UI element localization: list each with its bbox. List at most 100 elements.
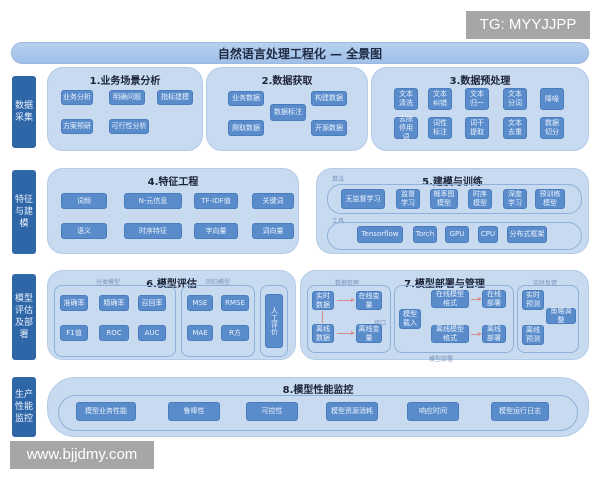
panel-feature-engineering: 4.特征工程 词频 N-元信息 TF-IDF值 关键词 语义 时序特征 字向量 … — [47, 168, 299, 254]
diagram-title: 自然语言处理工程化 — 全景图 — [11, 42, 589, 64]
panel-title: 2.数据获取 — [261, 76, 313, 87]
panel-modeling-training: 5.建模与训练 算法 无监督学习 监督学习 概率图模型 时序模型 深度学习 预训… — [316, 168, 589, 254]
group-label-classification: 分类模型 — [96, 279, 121, 286]
node-precision: 精确率 — [99, 295, 129, 311]
node-built-data: 构建数据 — [311, 91, 347, 106]
node-online-model-format: 在线模型格式 — [431, 290, 469, 308]
node-cpu: CPU — [478, 226, 498, 243]
node-keyword: 关键词 — [252, 193, 294, 209]
node-semantics: 语义 — [61, 223, 107, 239]
panel-performance-monitoring: 8.模型性能监控 模型业务性能 鲁棒性 可控性 模型资源消耗 响应时间 模型运行… — [47, 377, 589, 437]
node-crawled-data: 爬取数据 — [228, 120, 264, 136]
node-metric-modeling: 指标建模 — [157, 90, 193, 105]
node-temporal-feature: 时序特征 — [124, 223, 182, 239]
algorithm-track — [327, 184, 582, 214]
node-mae: MAE — [187, 325, 213, 341]
node-deep-learning: 深度学习 — [503, 189, 527, 209]
panel-title: 7.模型部署与管理 — [404, 279, 485, 290]
node-recall: 召回率 — [138, 295, 166, 311]
node-realtime-data: 实时数据 — [312, 291, 334, 310]
panel-deployment-management: 7.模型部署与管理 数据管理 实时数据 在线变量 离线数据 离线变量 接口 模型… — [300, 270, 589, 363]
panel-title: 8.模型性能监控 — [282, 385, 354, 396]
group-data-management — [307, 285, 391, 353]
node-char-vector: 字向量 — [194, 223, 238, 239]
node-data-labeling: 数据标注 — [270, 104, 306, 121]
panel-title: 1.业务场景分析 — [89, 76, 161, 87]
node-pretrained: 预训练模型 — [535, 189, 565, 209]
node-dedup: 文本去重 — [503, 117, 527, 139]
node-probabilistic-graph: 概率图模型 — [430, 189, 458, 209]
node-tensorflow: Tensorflow — [357, 226, 403, 243]
node-supervised: 监督学习 — [396, 189, 420, 209]
node-sequence-model: 时序模型 — [468, 189, 492, 209]
node-offline-predict: 离线预测 — [522, 325, 544, 345]
node-denoise: 降噪 — [540, 88, 564, 110]
node-model-load: 模型载入 — [399, 309, 421, 329]
node-offline-data: 离线数据 — [312, 324, 334, 343]
node-ngram: N-元信息 — [124, 193, 182, 209]
node-gpu: GPU — [445, 226, 469, 243]
node-torch: Torch — [413, 226, 437, 243]
panel-title: 3.数据预处理 — [449, 76, 511, 87]
monitoring-track — [58, 395, 578, 431]
group-label-interface: 接口 — [374, 320, 387, 327]
node-rmse: RMSE — [221, 295, 249, 311]
stage-label-text: 生产性能监控 — [14, 390, 33, 424]
node-text-correction: 文本纠错 — [428, 88, 452, 110]
node-online-variable: 在线变量 — [356, 291, 382, 310]
group-manual — [260, 285, 288, 357]
node-solution-research: 方案预研 — [61, 119, 93, 134]
node-define-problem: 明确问题 — [109, 90, 145, 105]
node-pos-tagging: 词性标注 — [428, 117, 452, 139]
panel-model-evaluation: 6.模型评估 分类模型 准确率 精确率 召回率 F1值 ROC AUC 回归模型… — [47, 270, 296, 360]
node-term-frequency: 词频 — [61, 193, 107, 209]
node-accuracy: 准确率 — [60, 295, 88, 311]
panel-data-acquisition: 2.数据获取 业务数据 构建数据 数据标注 爬取数据 开源数据 — [206, 67, 368, 151]
node-offline-variable: 离线变量 — [356, 324, 382, 343]
node-response-time: 响应时间 — [407, 402, 459, 421]
node-business-performance: 模型业务性能 — [76, 402, 136, 421]
group-label-algorithm: 算法 — [332, 176, 345, 183]
panel-title: 5.建模与训练 — [422, 177, 483, 188]
node-robustness: 鲁棒性 — [168, 402, 220, 421]
node-offline-deploy: 离线部署 — [482, 325, 506, 343]
node-business-data: 业务数据 — [228, 91, 264, 106]
node-data-split: 数据切分 — [540, 117, 564, 139]
node-f1: F1值 — [60, 325, 88, 341]
group-feedback — [517, 285, 579, 353]
group-model-deployment — [394, 285, 514, 353]
node-run-log: 模型运行日志 — [491, 402, 549, 421]
panel-title: 6.模型评估 — [146, 279, 197, 290]
group-label-realtime-feedback: 实时反馈 — [533, 280, 558, 287]
stage-label-text: 特征与建模 — [14, 195, 33, 229]
group-label-data-management: 数据管理 — [335, 280, 360, 287]
arrow-icon — [322, 311, 323, 323]
node-resource-consumption: 模型资源消耗 — [326, 402, 378, 421]
node-tfidf: TF-IDF值 — [194, 193, 238, 209]
node-controllability: 可控性 — [246, 402, 298, 421]
group-label-model-deployment: 模型部署 — [429, 356, 454, 363]
arrow-icon — [471, 297, 482, 301]
node-open-source-data: 开源数据 — [311, 120, 347, 136]
group-label-tools: 工具 — [332, 218, 345, 225]
node-online-deploy: 在线部署 — [482, 290, 506, 308]
node-stemming: 词干提取 — [465, 117, 489, 139]
node-mse: MSE — [187, 295, 213, 311]
node-distributed-framework: 分布式框架 — [507, 226, 547, 243]
node-r-squared: R方 — [221, 325, 249, 341]
node-auc: AUC — [138, 325, 166, 341]
panel-preprocessing: 3.数据预处理 文本清洗 文本纠错 文本归一 文本分词 降噪 去除停用词 词性标… — [371, 67, 589, 151]
watermark-bottom: www.bjjdmy.com — [10, 441, 154, 469]
panel-title: 4.特征工程 — [147, 177, 199, 188]
stage-label-feature-modeling: 特征与建模 — [12, 170, 36, 254]
node-offline-model-format: 离线模型格式 — [431, 325, 469, 343]
arrow-icon — [337, 298, 355, 302]
node-text-normalize: 文本归一 — [465, 88, 489, 110]
node-feasibility: 可行性分析 — [109, 119, 149, 134]
stage-label-data-collection: 数据采集 — [12, 76, 36, 148]
arrow-icon — [471, 332, 482, 336]
node-manual-evaluation: 人工评价 — [265, 294, 283, 348]
stage-label-evaluation-deployment: 模型评估及部署 — [12, 274, 36, 360]
node-strategy-adjust: 策略调整 — [546, 307, 576, 324]
watermark-top: TG: MYYJJPP — [466, 11, 590, 39]
